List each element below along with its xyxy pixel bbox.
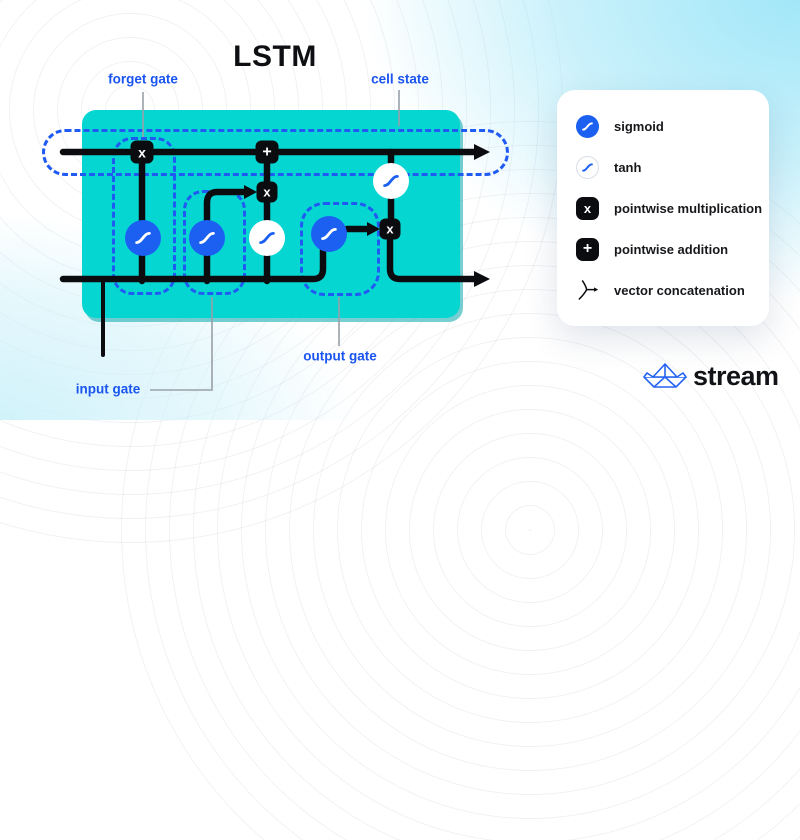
page-title: LSTM [233, 40, 317, 73]
sigmoid-curve-icon [321, 228, 337, 240]
output-gate-label: output gate [303, 348, 377, 364]
legend-label: pointwise multiplication [614, 200, 763, 216]
legend-row-sigmoid: sigmoid [576, 114, 769, 138]
pointwise-addition-icon: + [576, 237, 599, 261]
stream-boat-icon [643, 363, 687, 388]
add-glyph: + [262, 143, 272, 160]
input-multiply-node: x [256, 181, 278, 203]
legend-card: sigmoid tanh x pointwise multiplication … [557, 90, 769, 326]
legend-label: pointwise addition [614, 241, 729, 257]
input-tanh-node [249, 220, 285, 256]
tanh-curve-icon [259, 232, 275, 244]
cell-state-label: cell state [371, 71, 429, 87]
legend-row-tanh: tanh [576, 155, 769, 179]
input-gate-label: input gate [75, 381, 141, 397]
tanh-curve-icon [383, 175, 399, 187]
multiply-glyph: x [138, 144, 146, 160]
legend-label: sigmoid [614, 118, 664, 134]
output-gate-highlight [300, 202, 380, 296]
sigmoid-curve-icon [135, 232, 151, 244]
cell-add-node: + [255, 140, 279, 164]
sigmoid-icon [576, 114, 599, 138]
multiply-glyph: x [263, 184, 271, 200]
legend-row-pointwise-multiplication: x pointwise multiplication [576, 196, 769, 220]
sigmoid-curve-icon [199, 232, 215, 244]
forget-sigmoid-node [125, 220, 161, 256]
forget-gate-label: forget gate [108, 71, 178, 87]
tanh-icon [576, 155, 599, 179]
legend-row-vector-concatenation: vector concatenation [576, 279, 769, 302]
vector-concatenation-icon [576, 279, 599, 302]
multiply-glyph: x [386, 221, 394, 237]
legend-label: tanh [614, 159, 642, 175]
brand-lockup: stream [641, 360, 779, 392]
input-sigmoid-node [189, 220, 225, 256]
cell-tanh-node [373, 163, 409, 199]
brand-wordmark: stream [693, 360, 779, 391]
forget-multiply-node: x [130, 140, 154, 164]
pointwise-multiplication-icon: x [576, 196, 599, 220]
output-sigmoid-node [311, 216, 347, 252]
legend-row-pointwise-addition: + pointwise addition [576, 237, 769, 261]
legend-label: vector concatenation [614, 282, 745, 298]
hidden-state-arrowhead [474, 271, 490, 287]
output-multiply-node: x [379, 218, 401, 240]
